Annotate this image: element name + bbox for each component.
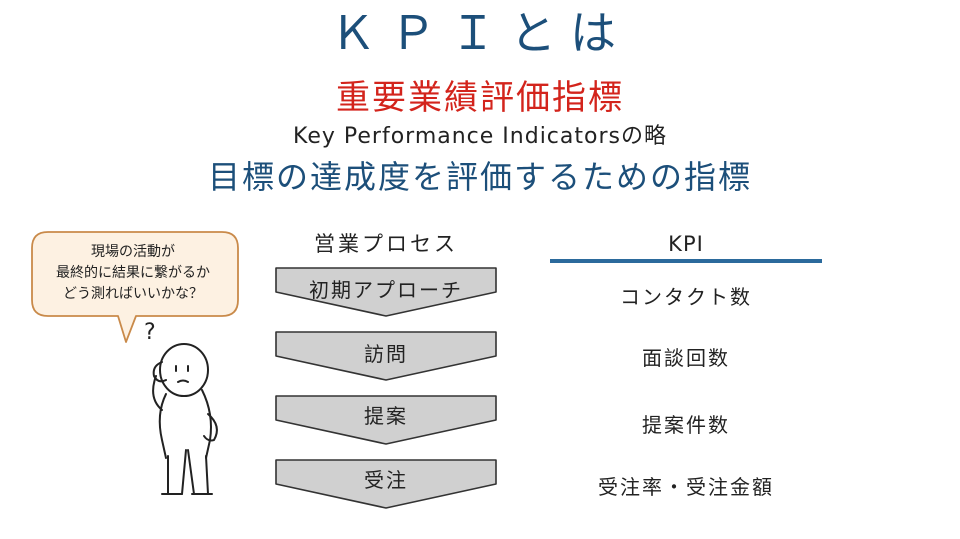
speech-bubble: [31, 231, 239, 343]
kpi-japanese-name: 重要業績評価指標: [336, 78, 624, 118]
process-step-label: 初期アプローチ: [309, 278, 463, 302]
kpi-item: コンタクト数: [620, 285, 752, 309]
process-step-chevron: [275, 331, 497, 381]
process-step-label: 受注: [364, 468, 408, 492]
kpi-definition: 目標の達成度を評価するための指標: [207, 158, 752, 196]
process-step-chevron: [275, 395, 497, 445]
kpi-item: 面談回数: [642, 346, 730, 370]
question-mark: ?: [144, 320, 156, 345]
page-title: ＫＰＩとは: [330, 6, 630, 60]
kpi-header-underline: [550, 259, 822, 263]
speech-bubble-text: 現場の活動が 最終的に結果に繋がるか どう測ればいいかな？: [38, 242, 228, 305]
process-step-label: 提案: [364, 404, 408, 428]
kpi-item: 受注率・受注金額: [598, 475, 774, 499]
process-step-chevron: [275, 459, 497, 509]
kpi-english-name: Key Performance Indicatorsの略: [293, 124, 667, 149]
thinking-person-illustration: [152, 343, 218, 495]
process-step-chevron: [275, 267, 497, 317]
speech-bubble-line: どう測ればいいかな？: [63, 286, 203, 302]
sales-process-header: 営業プロセス: [314, 232, 458, 256]
speech-bubble-line: 最終的に結果に繋がるか: [56, 265, 210, 281]
speech-bubble-line: 現場の活動が: [91, 244, 175, 260]
kpi-item: 提案件数: [642, 413, 730, 437]
process-step-label: 訪問: [364, 342, 408, 366]
kpi-column-header: KPI: [668, 232, 704, 256]
